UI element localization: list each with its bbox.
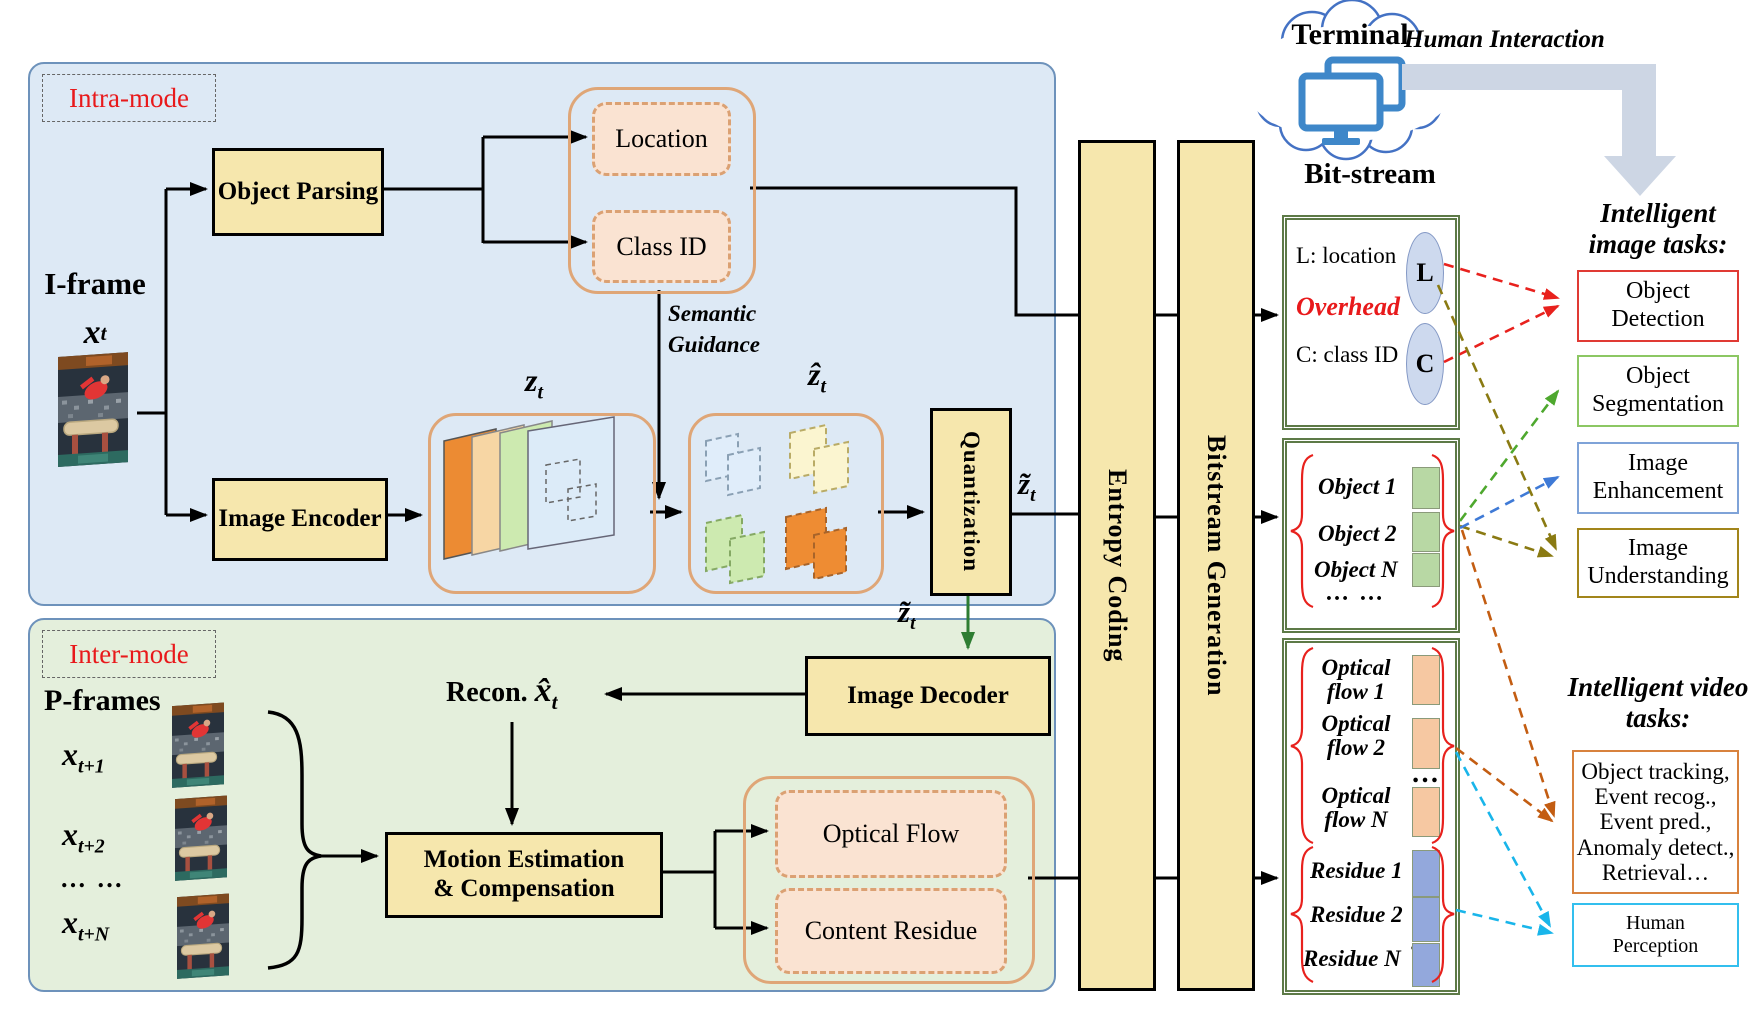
ztilde-label-down: z̃t bbox=[898, 594, 916, 635]
zt-container bbox=[428, 413, 656, 594]
residue-item-2: Residue 2 bbox=[1310, 902, 1403, 927]
flow-chip-3 bbox=[1412, 787, 1440, 837]
optical-flow-box: Optical Flow bbox=[775, 790, 1007, 878]
task-image-enhancement: Image Enhancement bbox=[1577, 442, 1739, 514]
flow-item-2: Optical flow 2 bbox=[1321, 711, 1391, 761]
residue-item-1: Residue 1 bbox=[1310, 858, 1403, 883]
pframes-label: P-frames bbox=[44, 684, 161, 717]
objects-dots: … … bbox=[1325, 580, 1385, 606]
link-objects-segmentation bbox=[1458, 389, 1560, 522]
c-ellipse: C bbox=[1406, 323, 1444, 405]
flow-chip-1 bbox=[1412, 655, 1440, 705]
l-ellipse: L bbox=[1406, 232, 1444, 314]
c-classid-label: C: class ID bbox=[1296, 342, 1399, 367]
class-id-box: Class ID bbox=[592, 210, 731, 283]
residue-chip-1 bbox=[1412, 850, 1440, 897]
residue-chip-3 bbox=[1412, 943, 1440, 987]
location-box: Location bbox=[592, 102, 731, 176]
image-decoder-module: Image Decoder bbox=[805, 656, 1051, 736]
inter-mode-label-box: Inter-mode bbox=[42, 630, 216, 678]
flow-residue-container bbox=[743, 776, 1035, 984]
link-objects-enhancement bbox=[1459, 475, 1560, 530]
link-objects-understanding bbox=[1459, 524, 1554, 558]
object-item-2: Object 2 bbox=[1318, 521, 1397, 546]
recon-label: Recon. x̂t bbox=[446, 672, 558, 714]
inter-mode-label: Inter-mode bbox=[69, 638, 189, 669]
overhead-label: Overhead bbox=[1296, 292, 1400, 321]
image-tasks-heading: Intelligent image tasks: bbox=[1588, 198, 1728, 260]
ztilde-label-right: z̃t bbox=[1018, 466, 1036, 507]
object-item-N: Object N bbox=[1314, 557, 1398, 582]
terminal-label: Terminal bbox=[1291, 18, 1409, 51]
motion-estimation-module: Motion Estimation & Compensation bbox=[385, 832, 663, 918]
link-C-detection bbox=[1443, 304, 1560, 364]
link-L-detection bbox=[1443, 262, 1560, 300]
semantics-container bbox=[568, 87, 756, 294]
pframe-math-2: xt+2 bbox=[62, 816, 105, 858]
task-object-detection: Object Detection bbox=[1577, 270, 1739, 342]
pframe-dots: … … bbox=[60, 864, 125, 893]
object-chip-1 bbox=[1412, 467, 1440, 509]
human-interaction-label: Human Interaction bbox=[1404, 26, 1605, 53]
pframe-math-1: xt+1 bbox=[62, 736, 105, 778]
bitstream-generation-bar: Bitstream Generation bbox=[1177, 140, 1255, 991]
quantization-module: Quantization bbox=[930, 408, 1012, 596]
content-residue-box: Content Residue bbox=[775, 888, 1007, 974]
object-parsing-module: Object Parsing bbox=[212, 148, 384, 236]
task-image-understanding: Image Understanding bbox=[1577, 528, 1739, 598]
link-flows-video bbox=[1455, 746, 1554, 823]
object-item-1: Object 1 bbox=[1318, 474, 1397, 499]
bitstream-title: Bit-stream bbox=[1304, 158, 1436, 190]
residue-chip-2 bbox=[1412, 897, 1440, 942]
intra-mode-label-box: Intra-mode bbox=[42, 74, 216, 122]
object-chip-2 bbox=[1412, 512, 1440, 552]
entropy-coding-bar: Entropy Coding bbox=[1078, 140, 1156, 991]
link-residues-perception bbox=[1455, 908, 1554, 936]
task-object-segmentation: Object Segmentation bbox=[1577, 355, 1739, 427]
flow-item-N: Optical flow N bbox=[1321, 783, 1391, 833]
pframe-math-N: xt+N bbox=[62, 904, 110, 946]
link-flows-perception bbox=[1454, 751, 1552, 928]
iframe-label: I-frame bbox=[44, 266, 146, 301]
flow-item-1: Optical flow 1 bbox=[1321, 655, 1391, 705]
image-encoder-module: Image Encoder bbox=[212, 478, 388, 561]
zt-label: zt bbox=[525, 362, 543, 404]
intra-mode-label: Intra-mode bbox=[69, 82, 189, 113]
zhat-container bbox=[688, 413, 884, 594]
residue-item-N: Residue N bbox=[1303, 946, 1401, 971]
zhat-label: ẑt bbox=[808, 356, 826, 398]
video-tasks-heading: Intelligent video tasks: bbox=[1567, 672, 1749, 734]
task-video-box: Object tracking, Event recog., Event pre… bbox=[1572, 750, 1739, 894]
object-chip-3 bbox=[1412, 553, 1440, 587]
monitor-icon bbox=[1298, 56, 1406, 145]
link-objects-video bbox=[1460, 529, 1556, 818]
flow-chip-2 bbox=[1412, 718, 1440, 769]
task-human-perception: Human Perception bbox=[1572, 903, 1739, 967]
l-location-label: L: location bbox=[1296, 243, 1397, 268]
semantic-guidance-label: Semantic Guidance bbox=[668, 301, 760, 358]
